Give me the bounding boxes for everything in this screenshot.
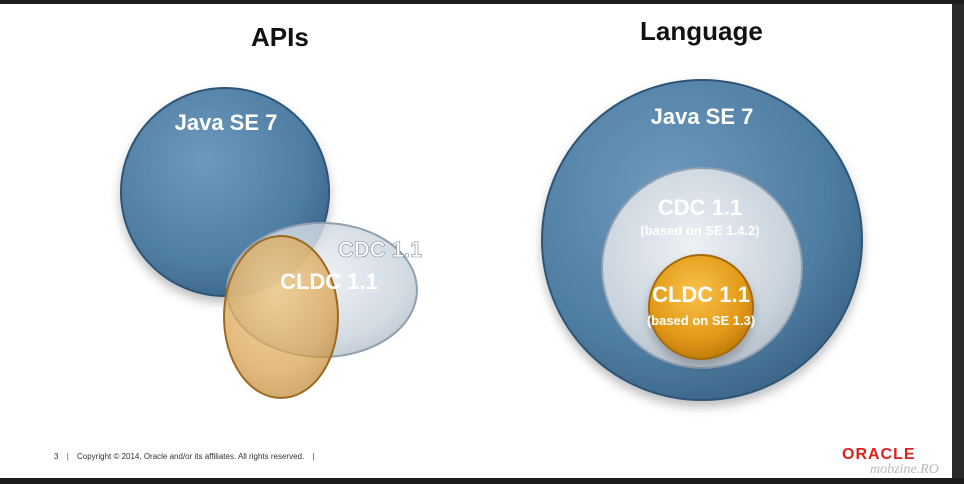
footer-separator-end: | bbox=[312, 452, 315, 461]
footer-separator: | bbox=[66, 452, 69, 461]
language-cldc-circle bbox=[648, 254, 754, 360]
apis-title: APIs bbox=[251, 22, 309, 52]
watermark: mobzine.RO bbox=[870, 462, 939, 477]
language-cldc-sublabel: (based on SE 1.3) bbox=[647, 313, 755, 328]
language-cdc-label: CDC 1.1 bbox=[658, 195, 742, 220]
apis-cldc-label: CLDC 1.1 bbox=[280, 269, 378, 294]
language-java-label: Java SE 7 bbox=[651, 104, 754, 129]
language-cdc-sublabel: (based on SE 1.4.2) bbox=[640, 223, 759, 238]
apis-cdc-label: CDC 1.1 bbox=[338, 237, 422, 262]
language-cldc-label: CLDC 1.1 bbox=[652, 282, 750, 307]
oracle-logo: ORACLE bbox=[842, 446, 916, 463]
apis-java-label: Java SE 7 bbox=[175, 110, 278, 135]
language-title: Language bbox=[640, 16, 763, 46]
page-number: 3 bbox=[54, 452, 59, 461]
footer: 3 | Copyright © 2014, Oracle and/or its … bbox=[54, 452, 321, 461]
apis-cldc-ellipse bbox=[223, 235, 339, 399]
window-edge bbox=[952, 4, 964, 478]
copyright-text: Copyright © 2014, Oracle and/or its affi… bbox=[77, 452, 305, 461]
